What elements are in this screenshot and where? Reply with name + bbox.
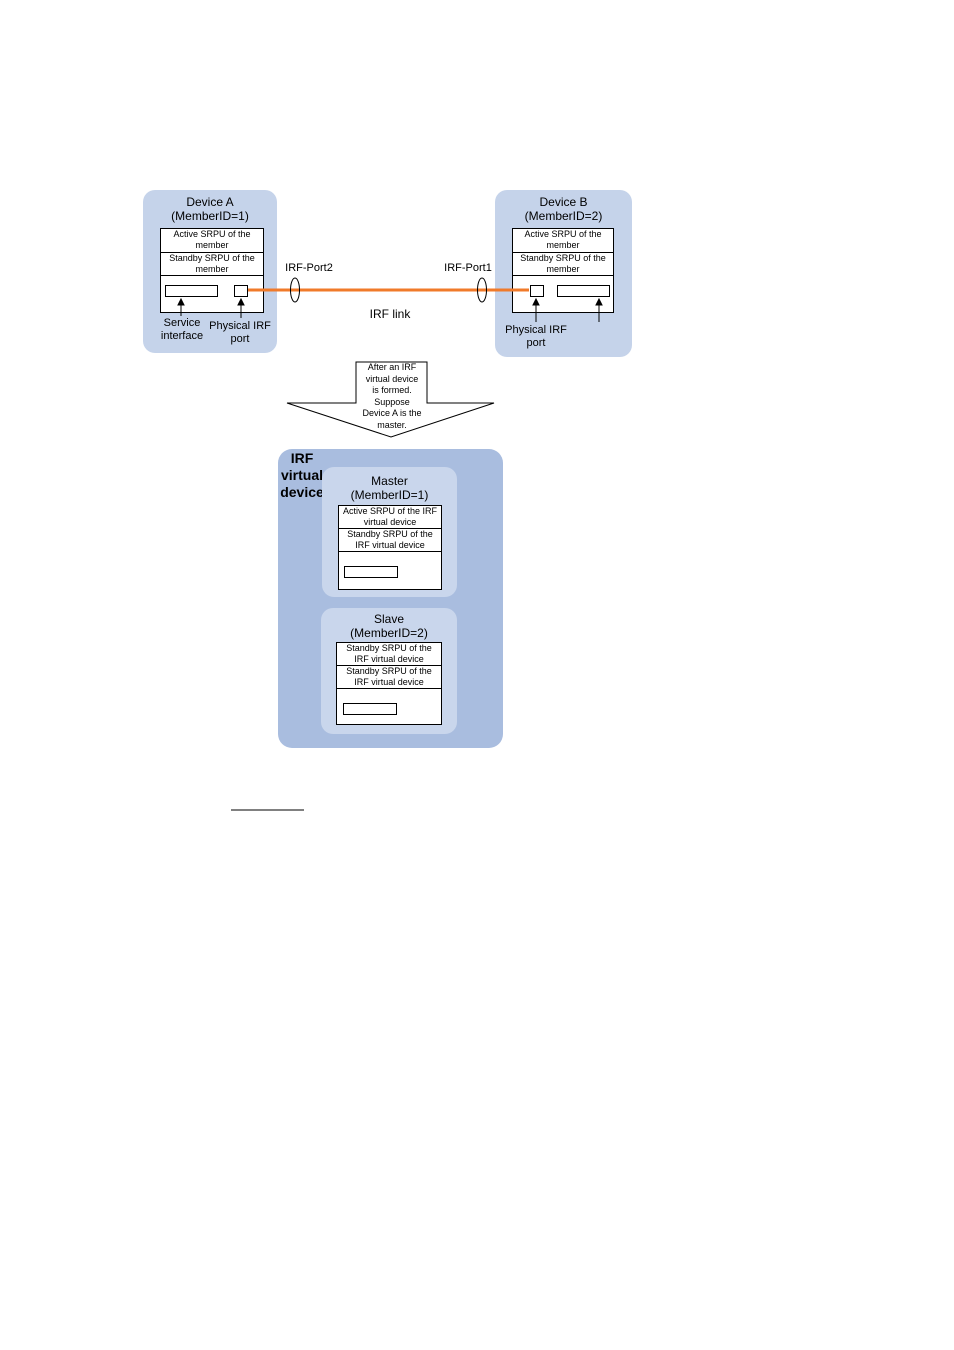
- device-a-port-label: Physical IRF port: [209, 320, 271, 345]
- slave-standby-srpu-1: Standby SRPU of the IRF virtual device: [337, 643, 441, 666]
- device-b-physical-irf-port: [530, 285, 544, 297]
- slave-service-interface: [343, 703, 397, 715]
- irf-port1-label: IRF-Port1: [444, 262, 492, 274]
- device-a-standby-srpu: Standby SRPU of the member: [161, 253, 263, 276]
- transition-arrow: [286, 361, 495, 438]
- service-interface-arrow: [177, 297, 185, 306]
- master-chassis: Active SRPU of the IRF virtual device St…: [338, 505, 442, 590]
- irf-port2-label: IRF-Port2: [285, 262, 333, 274]
- slave-standby-srpu-2: Standby SRPU of the IRF virtual device: [337, 666, 441, 689]
- transition-note: After an IRF virtual device is formed. S…: [362, 362, 422, 430]
- device-a-active-srpu: Active SRPU of the member: [161, 229, 263, 253]
- device-a-physical-irf-port: [234, 285, 248, 297]
- device-a-port-arrow: [237, 297, 245, 306]
- device-b-service-interface: [557, 285, 610, 297]
- device-b-active-srpu: Active SRPU of the member: [513, 229, 613, 253]
- device-b-standby-srpu: Standby SRPU of the member: [513, 253, 613, 276]
- master-standby-srpu: Standby SRPU of the IRF virtual device: [339, 529, 441, 552]
- device-b-chassis: Active SRPU of the member Standby SRPU o…: [512, 228, 614, 313]
- irf-port2-ring: [290, 277, 300, 303]
- master-service-interface: [344, 566, 398, 578]
- irf-link-label: IRF link: [369, 307, 411, 321]
- device-a-service-label: Service interface: [160, 317, 204, 342]
- irf-port1-ring: [477, 277, 487, 303]
- device-a-service-interface: [165, 285, 218, 297]
- device-a-title: Device A (MemberID=1): [171, 195, 249, 223]
- device-b-port-arrow: [532, 297, 540, 306]
- master-active-srpu: Active SRPU of the IRF virtual device: [339, 506, 441, 529]
- device-a-chassis: Active SRPU of the member Standby SRPU o…: [160, 228, 264, 313]
- device-b-title: Device B (MemberID=2): [524, 195, 603, 223]
- device-b-port-label: Physical IRF port: [505, 324, 567, 349]
- master-title: Master (MemberID=1): [350, 474, 429, 502]
- device-b-service-arrow: [595, 297, 603, 306]
- slave-title: Slave (MemberID=2): [350, 612, 428, 640]
- irf-virtual-device-title: IRF virtual device: [280, 450, 324, 500]
- slave-chassis: Standby SRPU of the IRF virtual device S…: [336, 642, 442, 725]
